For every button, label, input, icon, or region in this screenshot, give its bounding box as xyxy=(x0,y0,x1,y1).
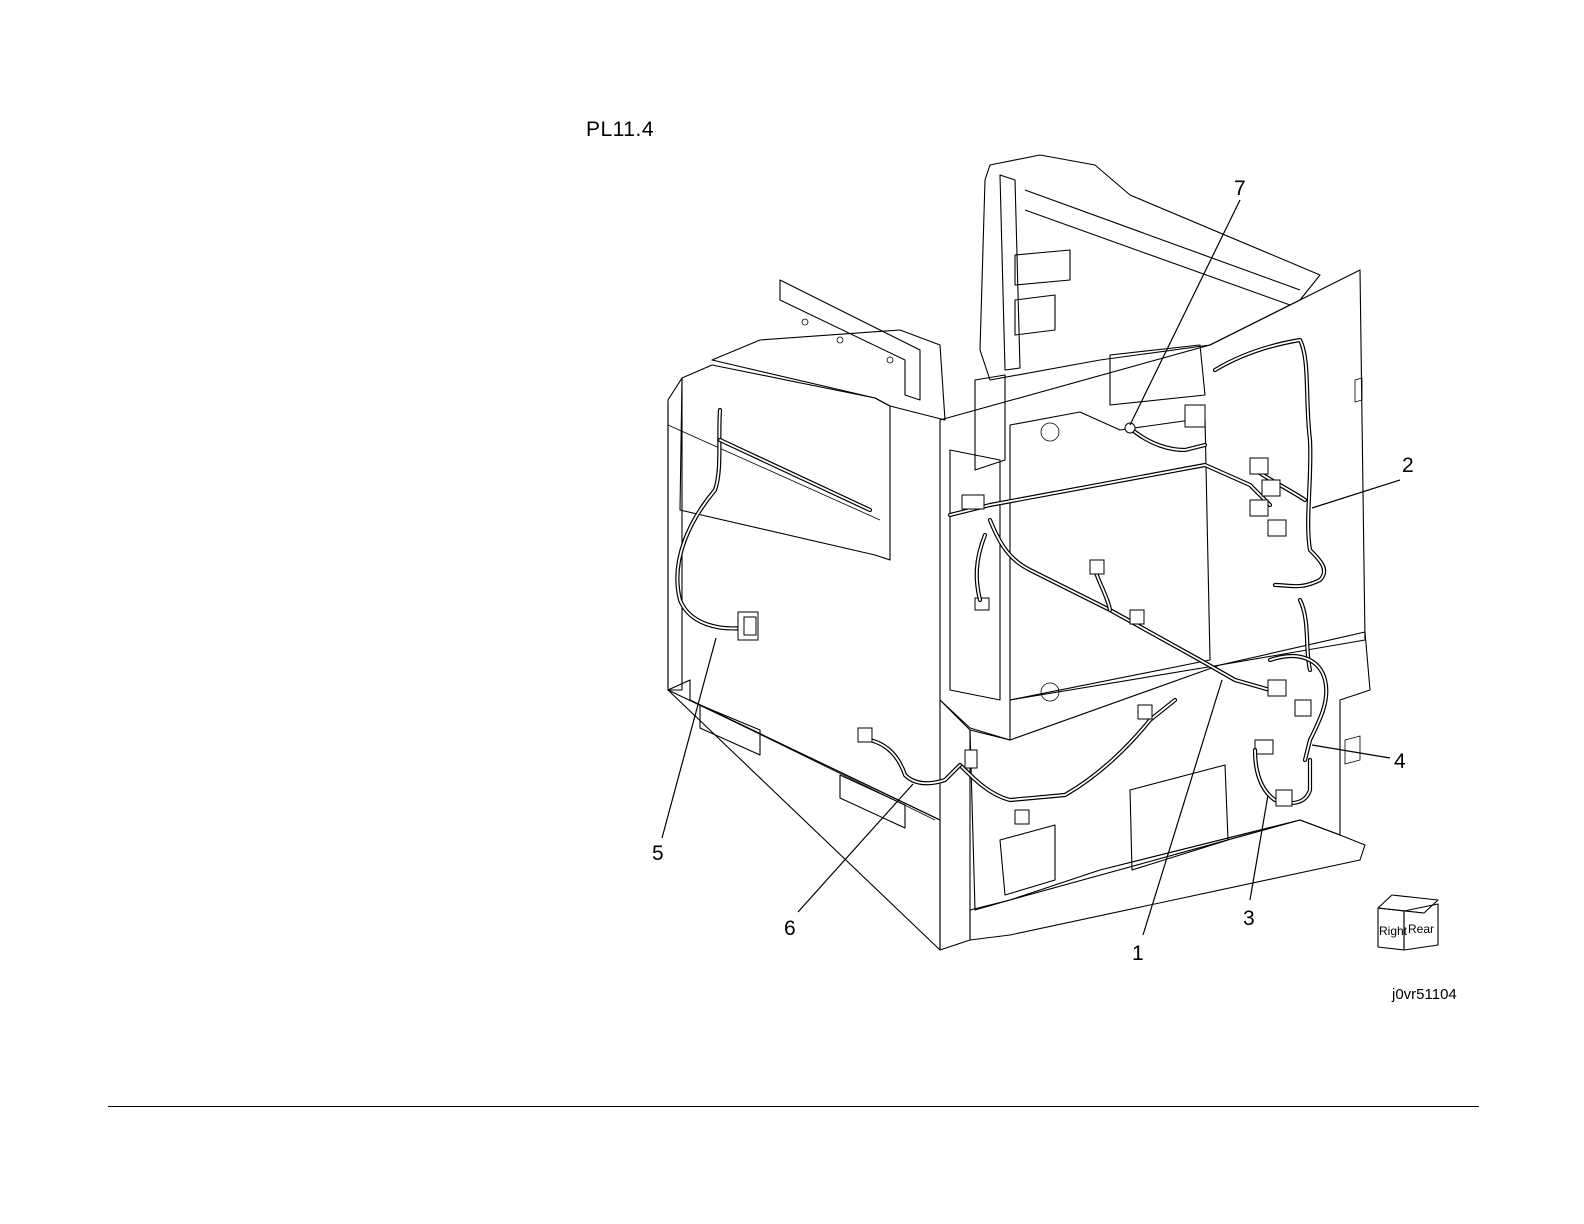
callout-7: 7 xyxy=(1234,177,1246,200)
leader-lines xyxy=(662,200,1400,935)
callout-1: 1 xyxy=(1132,942,1144,965)
callout-6: 6 xyxy=(784,917,796,940)
harness-1 xyxy=(950,405,1270,690)
harness-4 xyxy=(1255,656,1326,760)
leader-6 xyxy=(798,784,913,912)
orient-rear-label: Rear xyxy=(1408,922,1434,936)
callout-4: 4 xyxy=(1394,750,1406,773)
callout-2: 2 xyxy=(1402,454,1414,477)
harness-3 xyxy=(1255,750,1310,806)
leader-5 xyxy=(662,638,716,838)
leader-4 xyxy=(1312,745,1390,758)
leader-2 xyxy=(1312,480,1400,508)
orient-right-label: Right xyxy=(1379,924,1408,938)
leader-3 xyxy=(1250,795,1268,900)
callout-3: 3 xyxy=(1243,907,1255,930)
callout-5: 5 xyxy=(652,842,664,865)
orientation-cube: Right Rear xyxy=(1378,895,1438,950)
machine-frame xyxy=(668,155,1370,950)
harness-5 xyxy=(677,410,870,640)
